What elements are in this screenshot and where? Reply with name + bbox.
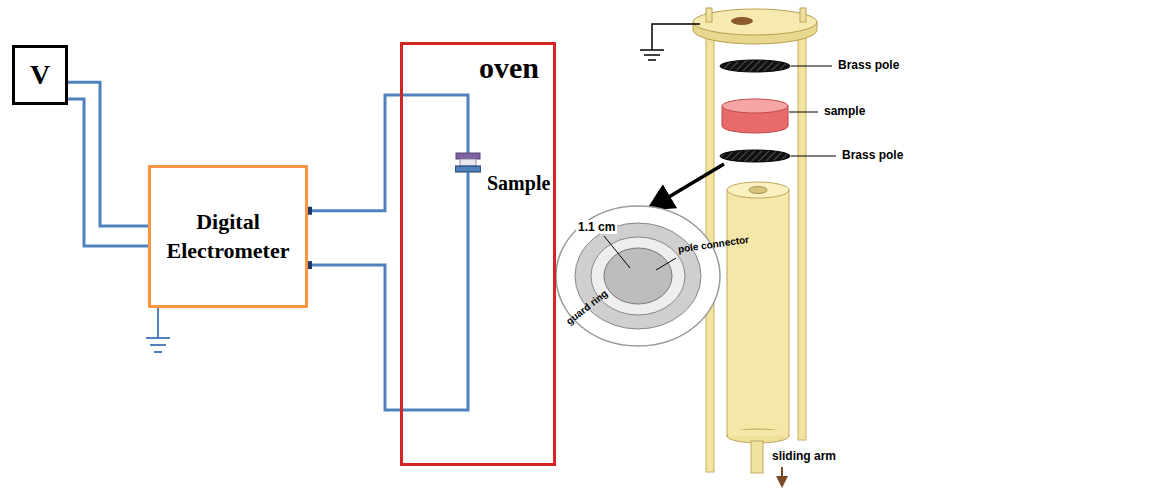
sliding-stem	[751, 441, 763, 473]
sliding-cylinder	[727, 182, 789, 198]
leader-line	[604, 236, 630, 268]
rod-cap	[706, 8, 712, 22]
voltage-source-box: V	[12, 45, 68, 105]
node-text: Sample	[487, 172, 527, 195]
brass-pole	[720, 60, 790, 72]
top-hole	[731, 17, 753, 25]
detail-arrow	[652, 164, 724, 207]
cylinder-hole	[749, 187, 767, 194]
sample-disc	[722, 99, 788, 113]
wire	[68, 99, 148, 246]
wire	[308, 200, 468, 410]
guard-ring	[575, 223, 701, 329]
oven-box: ovenSample	[400, 42, 556, 466]
node-text: oven	[479, 51, 539, 85]
part-label: Brass pole	[836, 58, 901, 72]
brass-pole	[720, 150, 790, 162]
ring-gap	[591, 237, 685, 315]
electrometer-box: Digital Electrometer	[148, 165, 308, 308]
ground-symbol	[640, 24, 700, 60]
rod-cap	[800, 8, 806, 22]
dimension-label: 1.1 cm	[576, 220, 617, 234]
sample-symbol	[455, 148, 481, 200]
ground-symbol	[146, 308, 170, 352]
part-label: Brass pole	[840, 148, 905, 162]
sliding-cylinder	[727, 190, 789, 436]
wire	[68, 82, 148, 226]
node-text: V	[30, 59, 50, 91]
sample-node: Sample	[455, 148, 541, 200]
leader-line	[791, 156, 836, 157]
part-label: sample	[822, 104, 867, 118]
leader-line	[656, 258, 676, 270]
direction-arrow	[781, 467, 783, 484]
sliding-cylinder	[728, 430, 788, 436]
wire	[308, 95, 468, 211]
leader-line	[791, 66, 832, 67]
electrode-outer	[556, 206, 720, 346]
top-plate	[693, 9, 817, 35]
leader-line	[789, 112, 818, 113]
node-text: Digital Electrometer	[159, 208, 297, 265]
electrode-centre	[604, 248, 672, 304]
part-label: sliding arm	[770, 449, 838, 463]
support-rod	[798, 20, 806, 440]
